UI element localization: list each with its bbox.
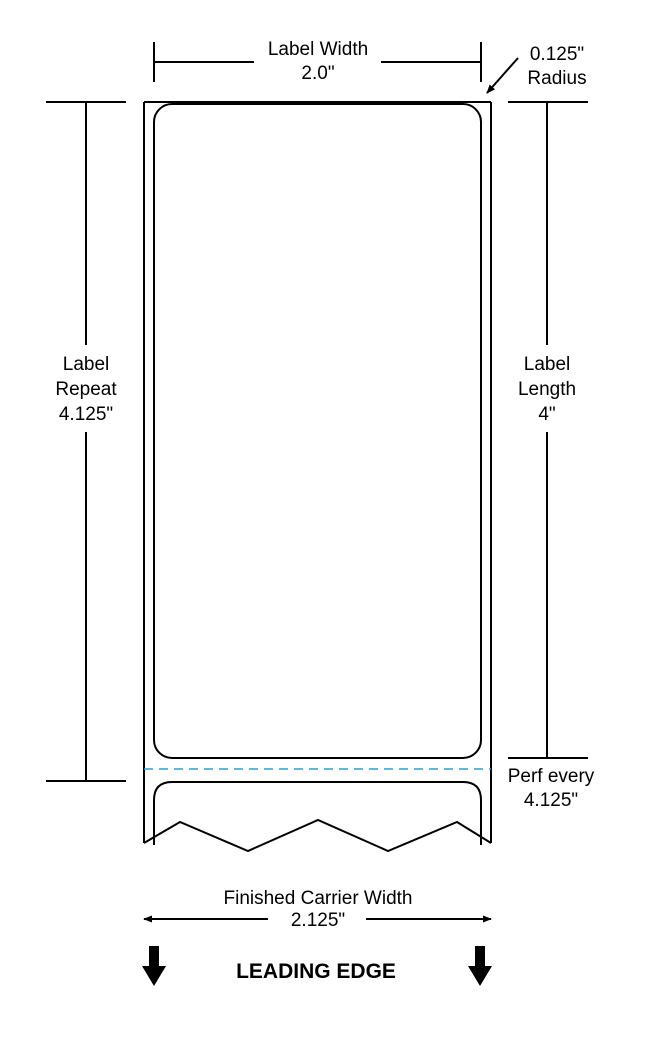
arrow-down-icon: [142, 946, 166, 986]
perf-title: Perf every: [508, 766, 595, 787]
radius-callout: 0.125" Radius: [486, 44, 587, 94]
label-repeat-dimension: Label Repeat 4.125": [46, 101, 126, 782]
next-label-shape: [153, 781, 482, 845]
label-repeat-line1: Label: [63, 354, 110, 375]
label-length-value: 4": [538, 404, 555, 425]
label-repeat-line2: Repeat: [55, 379, 117, 400]
label-shape: [153, 103, 482, 759]
carrier-width-value: 2.125": [291, 910, 345, 931]
carrier-liner: [143, 101, 492, 853]
radius-value: 0.125": [530, 44, 584, 65]
label-length-line2: Length: [518, 379, 576, 400]
label-length-dimension: Label Length 4": [508, 101, 588, 759]
leading-edge-label: LEADING EDGE: [236, 960, 396, 983]
perf-value: 4.125": [524, 790, 578, 811]
leading-edge: LEADING EDGE: [142, 946, 492, 986]
label-width-title: Label Width: [268, 39, 368, 60]
label-width-value: 2.0": [301, 63, 334, 84]
label-length-line1: Label: [524, 354, 571, 375]
radius-title: Radius: [527, 68, 586, 89]
label-width-dimension: Label Width 2.0": [153, 39, 482, 84]
arrow-down-icon: [468, 946, 492, 986]
perf-annotation: Perf every 4.125": [508, 766, 595, 811]
carrier-width-title: Finished Carrier Width: [224, 888, 413, 909]
label-repeat-value: 4.125": [59, 404, 113, 425]
carrier-width-dimension: Finished Carrier Width 2.125": [143, 888, 492, 931]
